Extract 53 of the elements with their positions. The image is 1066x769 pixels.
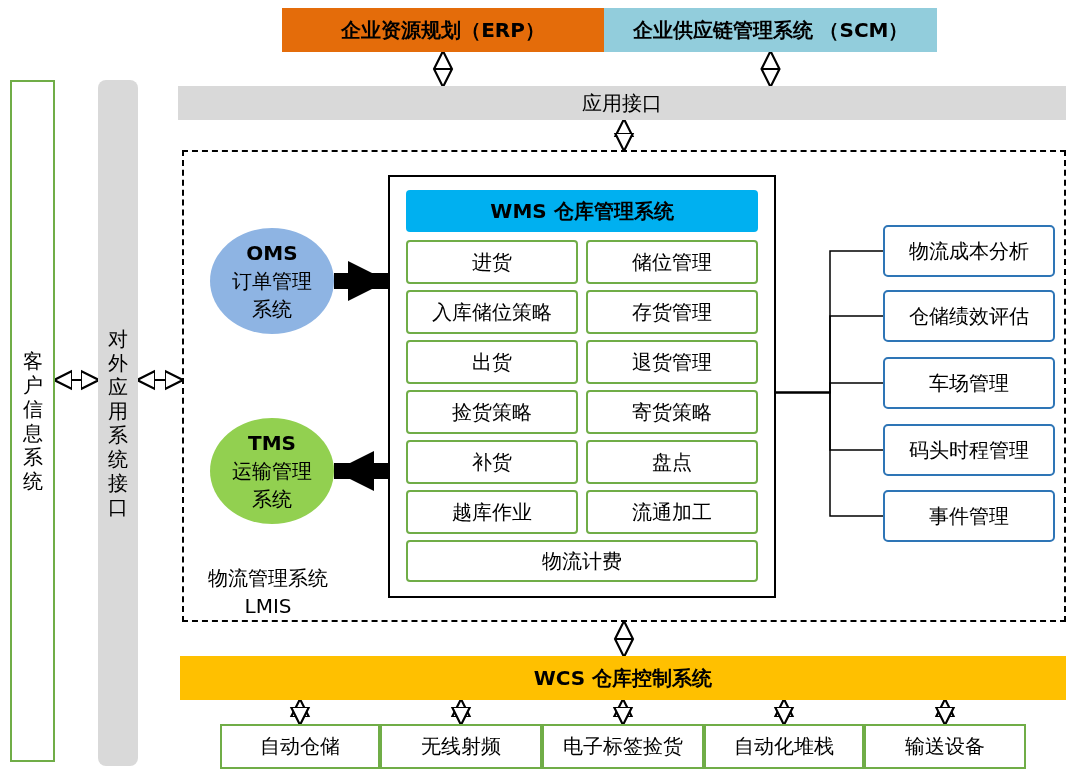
module-box: 流通加工 xyxy=(586,490,758,534)
system-title: OMS xyxy=(245,240,299,267)
device-box: 自动化堆栈 xyxy=(704,724,864,769)
module-box: 物流计费 xyxy=(406,540,758,582)
system-label: 客户信息系统 xyxy=(21,349,44,493)
double-arrow xyxy=(760,50,781,88)
interface-bar: 应用接口 xyxy=(178,86,1066,120)
device-box: 无线射频 xyxy=(380,724,542,769)
double-arrow xyxy=(934,698,956,726)
module-box: 出货 xyxy=(406,340,578,384)
function-box: 车场管理 xyxy=(883,357,1055,409)
double-arrow xyxy=(53,369,100,391)
module-box: 越库作业 xyxy=(406,490,578,534)
module-box: 补货 xyxy=(406,440,578,484)
module-box: 存货管理 xyxy=(586,290,758,334)
system-label: 对外应用系统接口 xyxy=(107,327,129,519)
module-box: 储位管理 xyxy=(586,240,758,284)
module-panel xyxy=(388,175,776,598)
double-arrow xyxy=(613,620,635,658)
double-arrow xyxy=(773,698,795,726)
header-band: WMS 仓库管理系统 xyxy=(406,190,758,232)
double-arrow xyxy=(136,369,184,391)
double-arrow xyxy=(432,50,454,88)
system-band: 企业资源规划（ERP） xyxy=(282,8,604,52)
module-box: 退货管理 xyxy=(586,340,758,384)
module-box: 捡货策略 xyxy=(406,390,578,434)
system-label: 订单管理系统 xyxy=(231,268,313,323)
system-label: 运输管理系统 xyxy=(231,458,313,513)
function-box: 物流成本分析 xyxy=(883,225,1055,277)
module-box: 寄货策略 xyxy=(586,390,758,434)
function-box: 仓储绩效评估 xyxy=(883,290,1055,342)
control-band: WCS 仓库控制系统 xyxy=(180,656,1066,700)
device-box: 自动仓储 xyxy=(220,724,380,769)
interface-column xyxy=(98,80,138,766)
system-band: 企业供应链管理系统 （SCM） xyxy=(604,8,937,52)
system-label: 物流管理系统 LMIS xyxy=(207,565,329,620)
module-box: 进货 xyxy=(406,240,578,284)
system-title: TMS xyxy=(247,430,297,457)
connector-line xyxy=(775,391,884,517)
module-box: 入库储位策略 xyxy=(406,290,578,334)
double-arrow xyxy=(289,698,311,726)
function-box: 事件管理 xyxy=(883,490,1055,542)
double-arrow xyxy=(612,698,634,726)
double-arrow xyxy=(613,118,635,152)
double-arrow xyxy=(450,698,472,726)
block-arrow xyxy=(334,261,388,301)
block-arrow xyxy=(334,451,388,491)
system-column xyxy=(10,80,55,762)
device-box: 电子标签捡货 xyxy=(542,724,704,769)
function-box: 码头时程管理 xyxy=(883,424,1055,476)
device-box: 输送设备 xyxy=(864,724,1026,769)
dashed-system-frame xyxy=(182,150,1066,622)
module-box: 盘点 xyxy=(586,440,758,484)
